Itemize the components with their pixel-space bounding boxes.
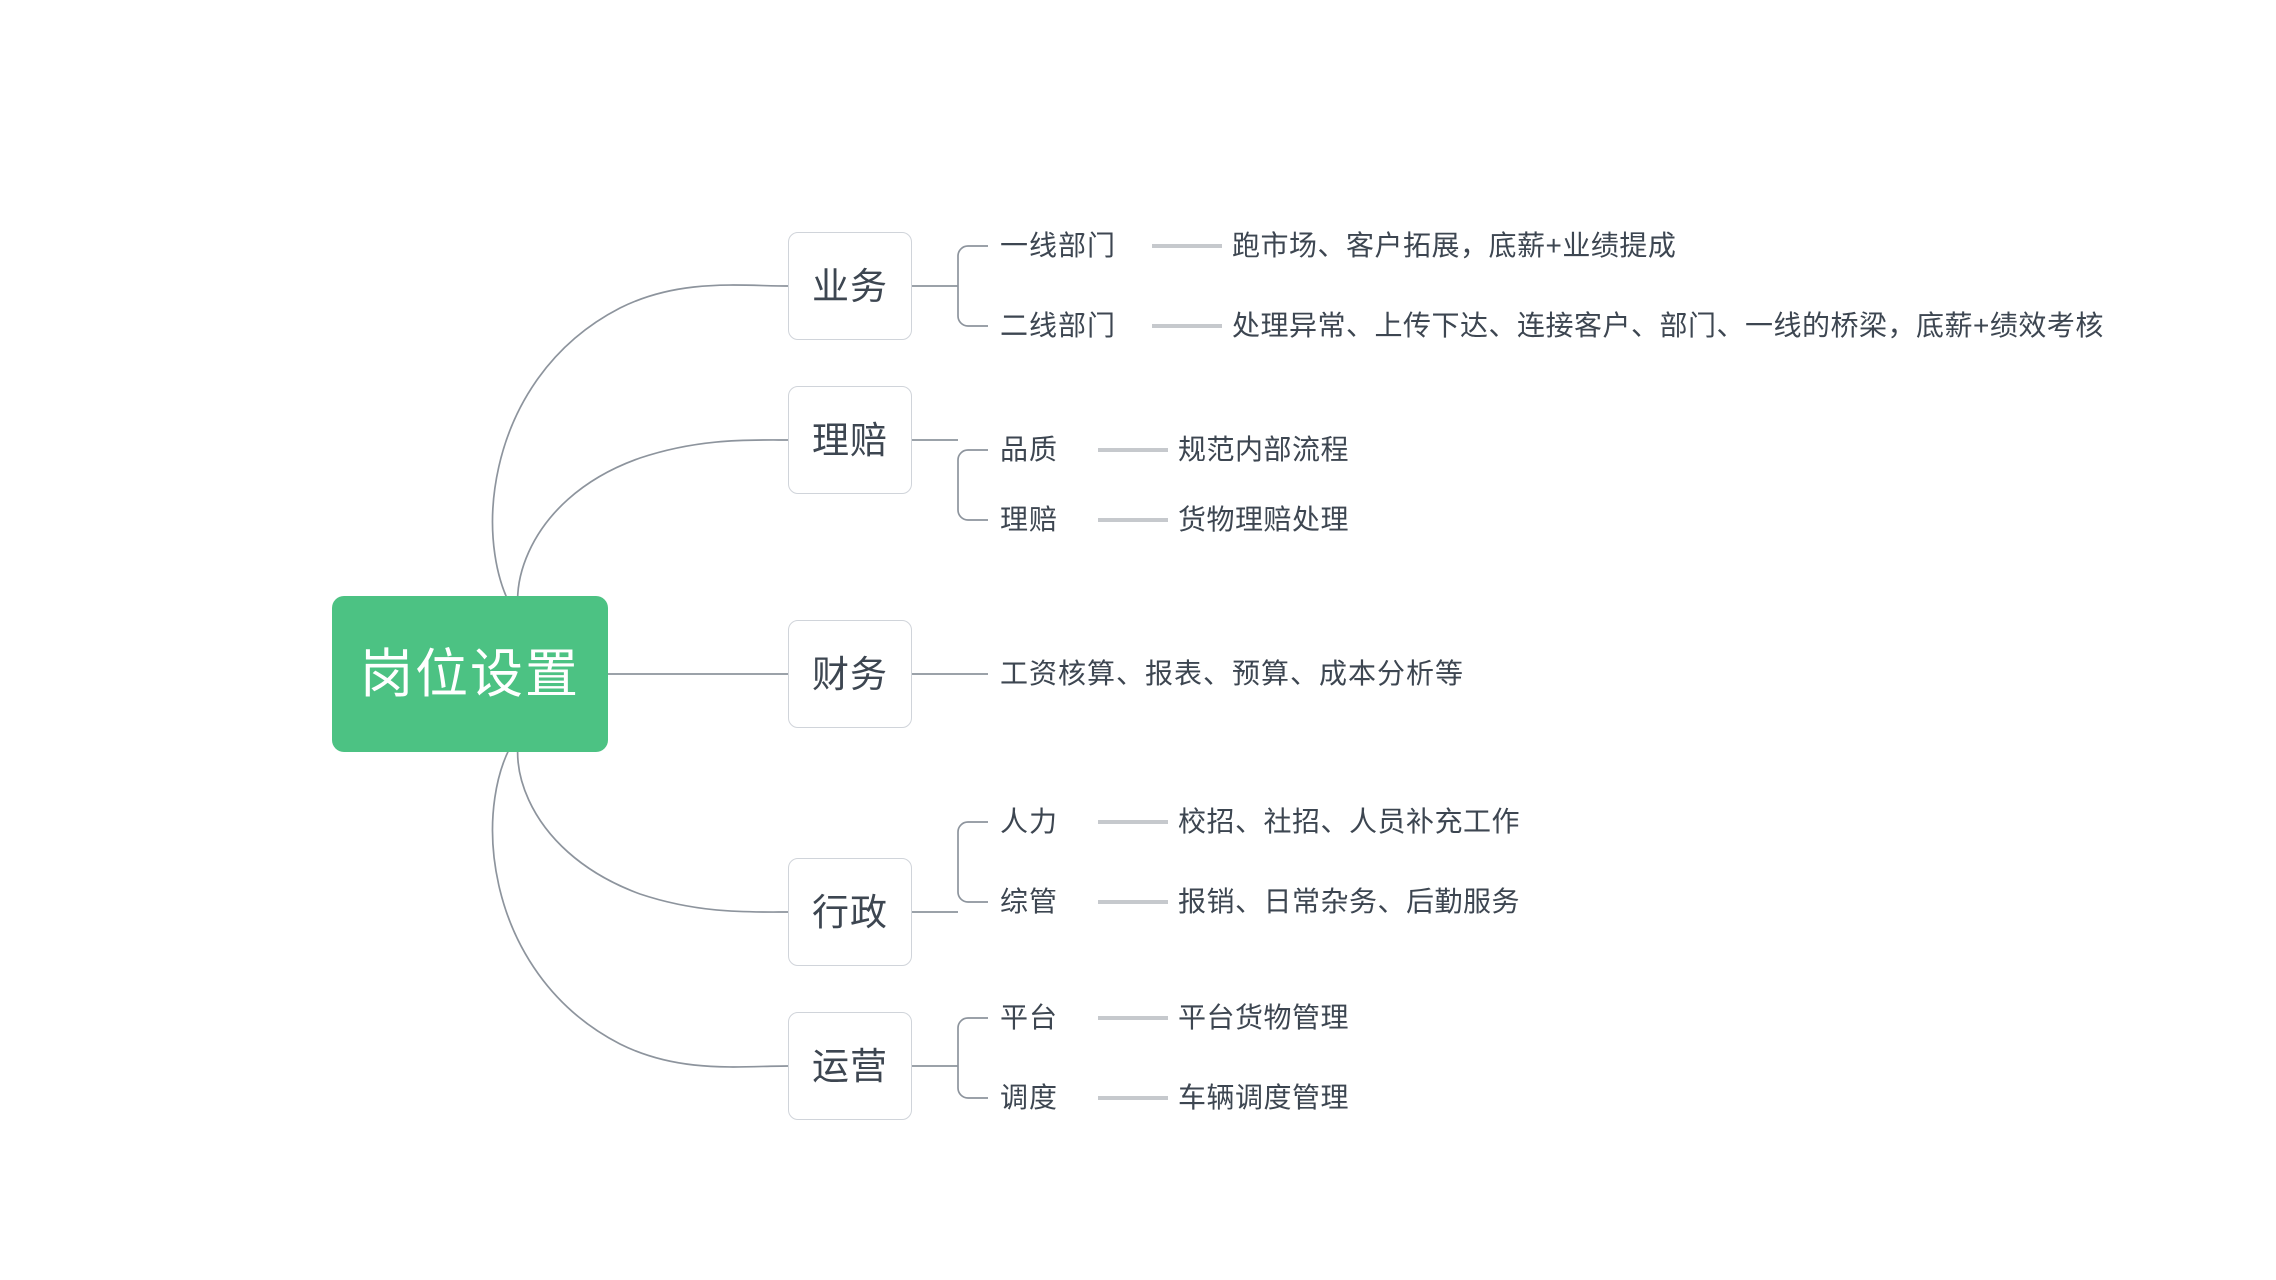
sub-node-label-frontline[interactable]: 一线部门: [1000, 230, 1117, 261]
edge-branch-0-bracket: [957, 245, 988, 327]
sub-node-label-hr[interactable]: 人力: [1000, 806, 1059, 837]
leaf-detail-dispatch: 车辆调度管理: [1178, 1082, 1350, 1113]
sub-node-label-dispatch[interactable]: 调度: [1000, 1082, 1059, 1113]
branch-node-label: 行政: [812, 891, 888, 933]
sub-node-label-claim[interactable]: 理赔: [1000, 504, 1059, 535]
branch-node-finance[interactable]: 财务: [788, 620, 912, 728]
edge-branch-3-bracket: [957, 821, 988, 903]
leaf-detail-hr: 校招、社招、人员补充工作: [1178, 806, 1521, 837]
branch-node-label: 理赔: [812, 419, 888, 461]
leaf-detail-claim: 货物理赔处理: [1178, 504, 1350, 535]
sub-node-label-secondline[interactable]: 二线部门: [1000, 310, 1117, 341]
branch-node-business[interactable]: 业务: [788, 232, 912, 340]
edge-branch-1-bracket: [957, 449, 988, 521]
sub-node-label-general-affairs[interactable]: 综管: [1000, 886, 1059, 917]
leaf-detail-secondline: 处理异常、上传下达、连接客户、部门、一线的桥梁，底薪+绩效考核: [1232, 310, 2104, 341]
leaf-detail-frontline: 跑市场、客户拓展，底薪+业绩提成: [1232, 230, 1677, 261]
leaf-detail-platform: 平台货物管理: [1178, 1002, 1350, 1033]
sub-node-label-finance-duties[interactable]: 工资核算、报表、预算、成本分析等: [1000, 658, 1465, 689]
root-node-label: 岗位设置: [360, 644, 580, 704]
branch-node-administration[interactable]: 行政: [788, 858, 912, 966]
branch-node-operations[interactable]: 运营: [788, 1012, 912, 1120]
branch-node-claims[interactable]: 理赔: [788, 386, 912, 494]
branch-node-label: 财务: [812, 653, 888, 695]
root-node[interactable]: 岗位设置: [332, 596, 608, 752]
sub-node-label-platform[interactable]: 平台: [1000, 1002, 1059, 1033]
edge-branch-4-bracket: [957, 1017, 988, 1099]
branch-node-label: 业务: [812, 265, 888, 307]
branch-node-label: 运营: [812, 1045, 888, 1087]
sub-node-label-quality[interactable]: 品质: [1000, 434, 1059, 465]
leaf-detail-quality: 规范内部流程: [1178, 434, 1350, 465]
leaf-detail-general-affairs: 报销、日常杂务、后勤服务: [1178, 886, 1521, 917]
